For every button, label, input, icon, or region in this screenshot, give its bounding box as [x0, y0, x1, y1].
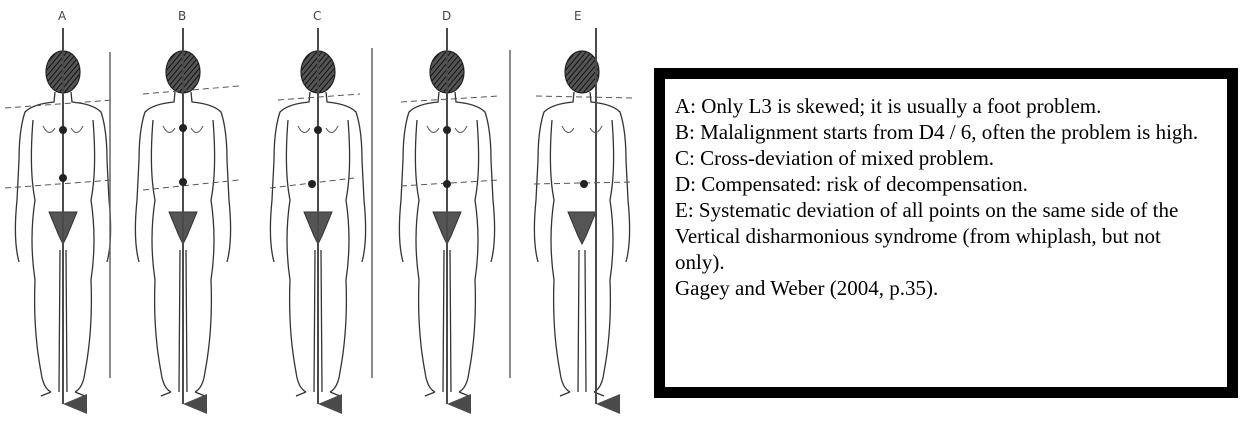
panel-a: A — [5, 9, 113, 404]
legend-box: A: Only L3 is skewed; it is usually a fo… — [654, 68, 1238, 398]
panel-letter-b: B — [178, 9, 186, 23]
panel-c: C — [270, 9, 366, 404]
legend-line-c: C: Cross-deviation of mixed problem. — [675, 145, 1213, 171]
legend-line-a: A: Only L3 is skewed; it is usually a fo… — [675, 93, 1213, 119]
panel-letter-a: A — [58, 9, 67, 23]
legend-citation: Gagey and Weber (2004, p.35). — [675, 275, 1213, 301]
panel-letter-d: D — [442, 9, 451, 23]
panel-d: D — [399, 9, 499, 404]
panel-letter-c: C — [313, 9, 321, 23]
legend-line-e: E: Systematic deviation of all points on… — [675, 197, 1213, 275]
panel-letter-e: E — [574, 9, 582, 23]
panel-b: B — [135, 9, 239, 404]
legend-line-d: D: Compensated: risk of decompensation. — [675, 171, 1213, 197]
panel-e: E — [534, 9, 632, 404]
posture-figures: A B C D — [0, 0, 640, 428]
legend-line-b: B: Malalignment starts from D4 / 6, ofte… — [675, 119, 1213, 145]
